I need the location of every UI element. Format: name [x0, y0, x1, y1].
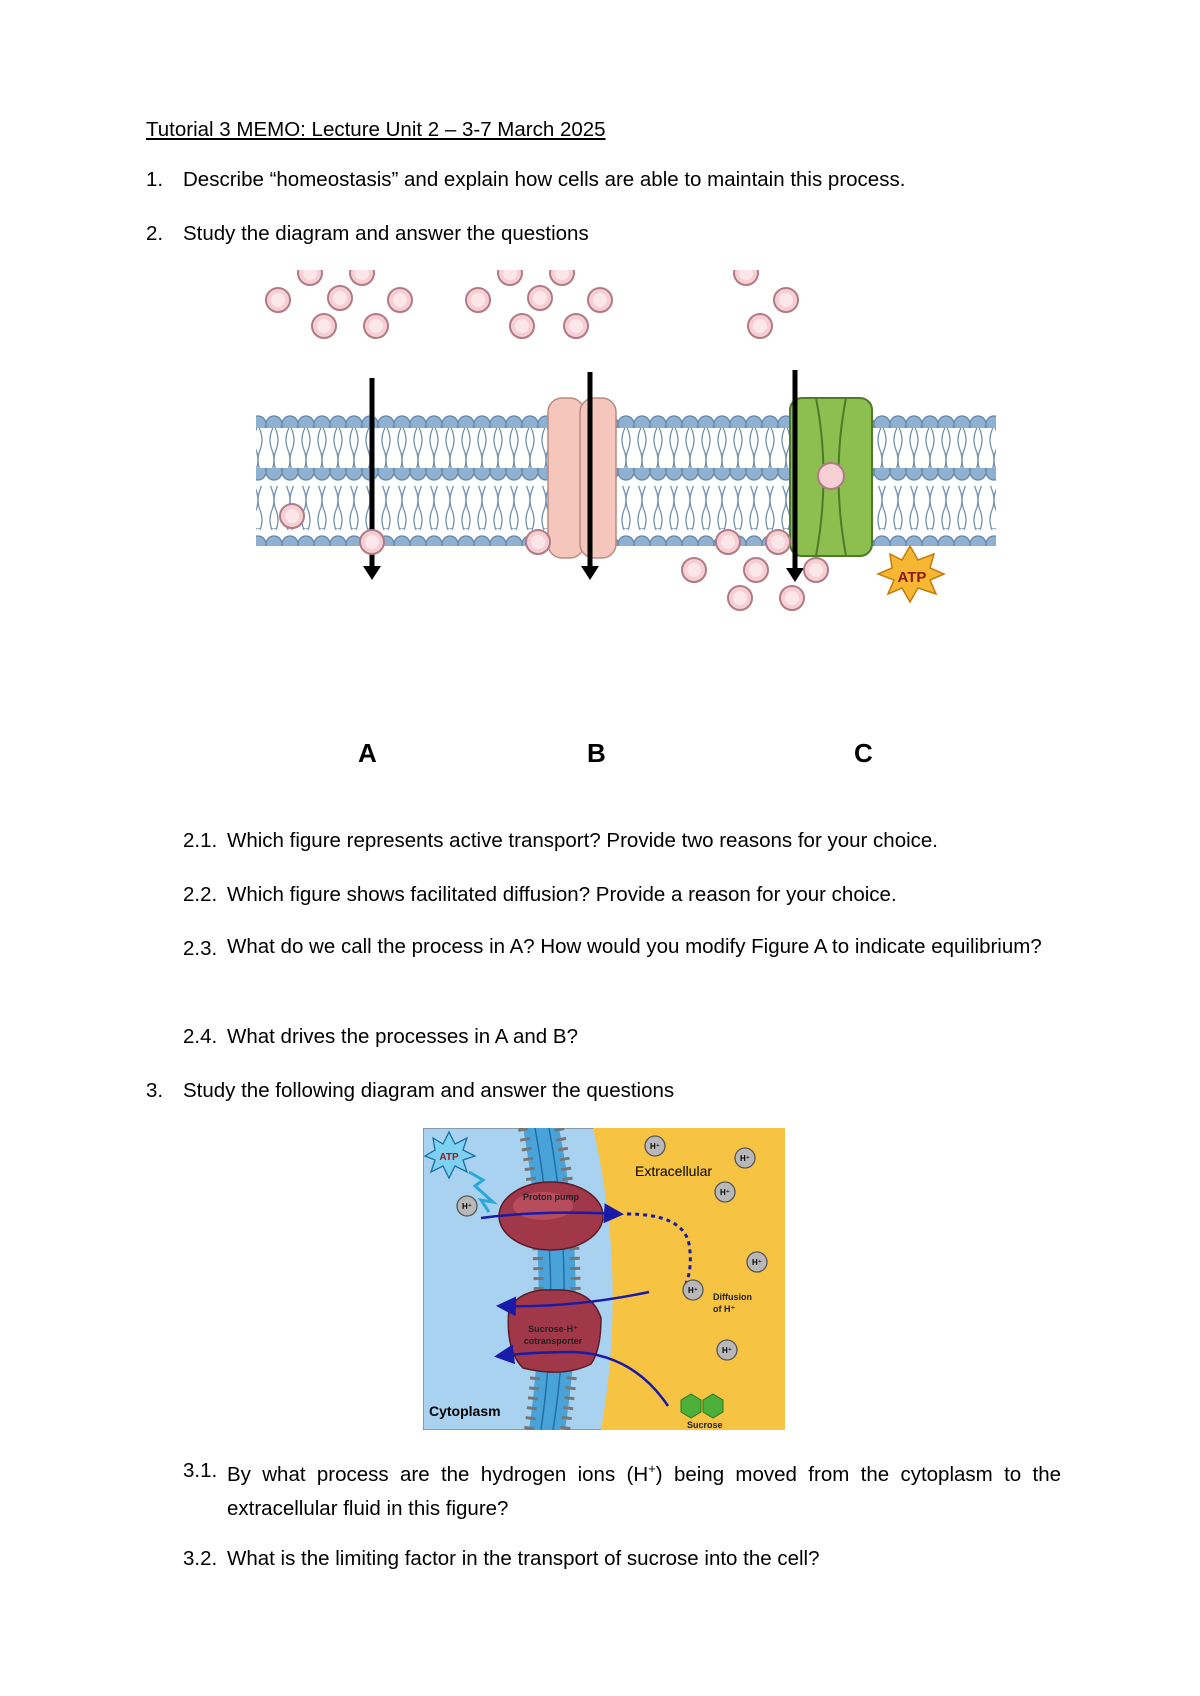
- svg-text:H⁺: H⁺: [462, 1202, 472, 1211]
- question-2-number: 2.: [146, 222, 164, 245]
- question-2-3-text: What do we call the process in A? How wo…: [227, 935, 1042, 958]
- question-1-text: Describe “homeostasis” and explain how c…: [183, 168, 906, 191]
- solute-particles-a-top: [265, 270, 413, 339]
- figure-label-b: B: [587, 738, 606, 768]
- proton-pump-cotransport-diagram: Proton pump Sucrose-H⁺ cotransporter ATP…: [423, 1128, 785, 1430]
- figure-label-a: A: [358, 738, 377, 768]
- question-2-4-text: What drives the processes in A and B?: [227, 1025, 578, 1048]
- question-2-2-text: Which figure shows facilitated diffusion…: [227, 883, 897, 906]
- h-ion: H⁺: [746, 1251, 768, 1273]
- question-2-1-number: 2.1.: [183, 829, 218, 852]
- svg-text:H⁺: H⁺: [740, 1154, 750, 1163]
- atp-label-1: ATP: [898, 569, 927, 586]
- question-1-number: 1.: [146, 168, 164, 191]
- channel-protein: [547, 397, 617, 559]
- h-ion: H⁺: [716, 1339, 738, 1361]
- solute-particles-b-bottom: [525, 529, 551, 555]
- question-2-3-number: 2.3.: [183, 937, 218, 960]
- svg-text:H⁺: H⁺: [720, 1188, 730, 1197]
- lipid-bilayer: [256, 410, 996, 546]
- arrow-b-down: [581, 372, 599, 580]
- sucrose-molecule-icon: [680, 1393, 724, 1419]
- svg-text:H⁺: H⁺: [650, 1142, 660, 1151]
- question-3-text: Study the following diagram and answer t…: [183, 1079, 675, 1102]
- question-2-2-number: 2.2.: [183, 883, 218, 906]
- energy-bolt-icon: [468, 1170, 498, 1213]
- proton-pump-label: Proton pump: [523, 1192, 579, 1202]
- extracellular-region: [593, 1128, 785, 1430]
- solute-particles-c-top: [733, 270, 799, 339]
- solute-particles-b-top: [465, 270, 613, 339]
- question-3-number: 3.: [146, 1079, 164, 1102]
- atp-burst-icon: ATP: [875, 544, 946, 604]
- cotransporter-label-1: Sucrose-H⁺: [528, 1324, 578, 1334]
- diffusion-label-1: Diffusion: [713, 1292, 752, 1302]
- figure-label-c: C: [854, 738, 873, 768]
- svg-text:H⁺: H⁺: [722, 1346, 732, 1355]
- question-3-2-text: What is the limiting factor in the trans…: [227, 1547, 820, 1570]
- h-ion: H⁺: [644, 1135, 666, 1157]
- extracellular-label: Extracellular: [635, 1163, 712, 1179]
- membrane-transport-diagram: ATP: [256, 270, 996, 611]
- cotransporter-label-2: cotransporter: [524, 1336, 583, 1346]
- svg-text:H⁺: H⁺: [688, 1286, 698, 1295]
- h-ion: H⁺: [456, 1195, 478, 1217]
- arrow-c-down: [786, 370, 804, 582]
- cytoplasm-label: Cytoplasm: [429, 1403, 501, 1419]
- atp-burst-icon-2: ATP: [423, 1130, 477, 1180]
- question-3-1-number: 3.1.: [183, 1459, 218, 1482]
- question-3-2-number: 3.2.: [183, 1547, 218, 1570]
- diffusion-label-2: of H⁺: [713, 1304, 735, 1314]
- h-ion: H⁺: [734, 1147, 756, 1169]
- h-ion: H⁺: [714, 1181, 736, 1203]
- sucrose-label: Sucrose: [687, 1420, 723, 1430]
- question-3-1-text: By what process are the hydrogen ions (H…: [227, 1461, 1061, 1520]
- svg-text:ATP: ATP: [439, 1152, 459, 1163]
- question-2-text: Study the diagram and answer the questio…: [183, 222, 589, 245]
- h-ion: H⁺: [682, 1279, 704, 1301]
- question-2-1-text: Which figure represents active transport…: [227, 829, 938, 852]
- svg-text:H⁺: H⁺: [752, 1258, 762, 1267]
- carrier-pump-protein: [789, 397, 873, 557]
- question-2-4-number: 2.4.: [183, 1025, 218, 1048]
- page-title: Tutorial 3 MEMO: Lecture Unit 2 – 3-7 Ma…: [146, 118, 606, 141]
